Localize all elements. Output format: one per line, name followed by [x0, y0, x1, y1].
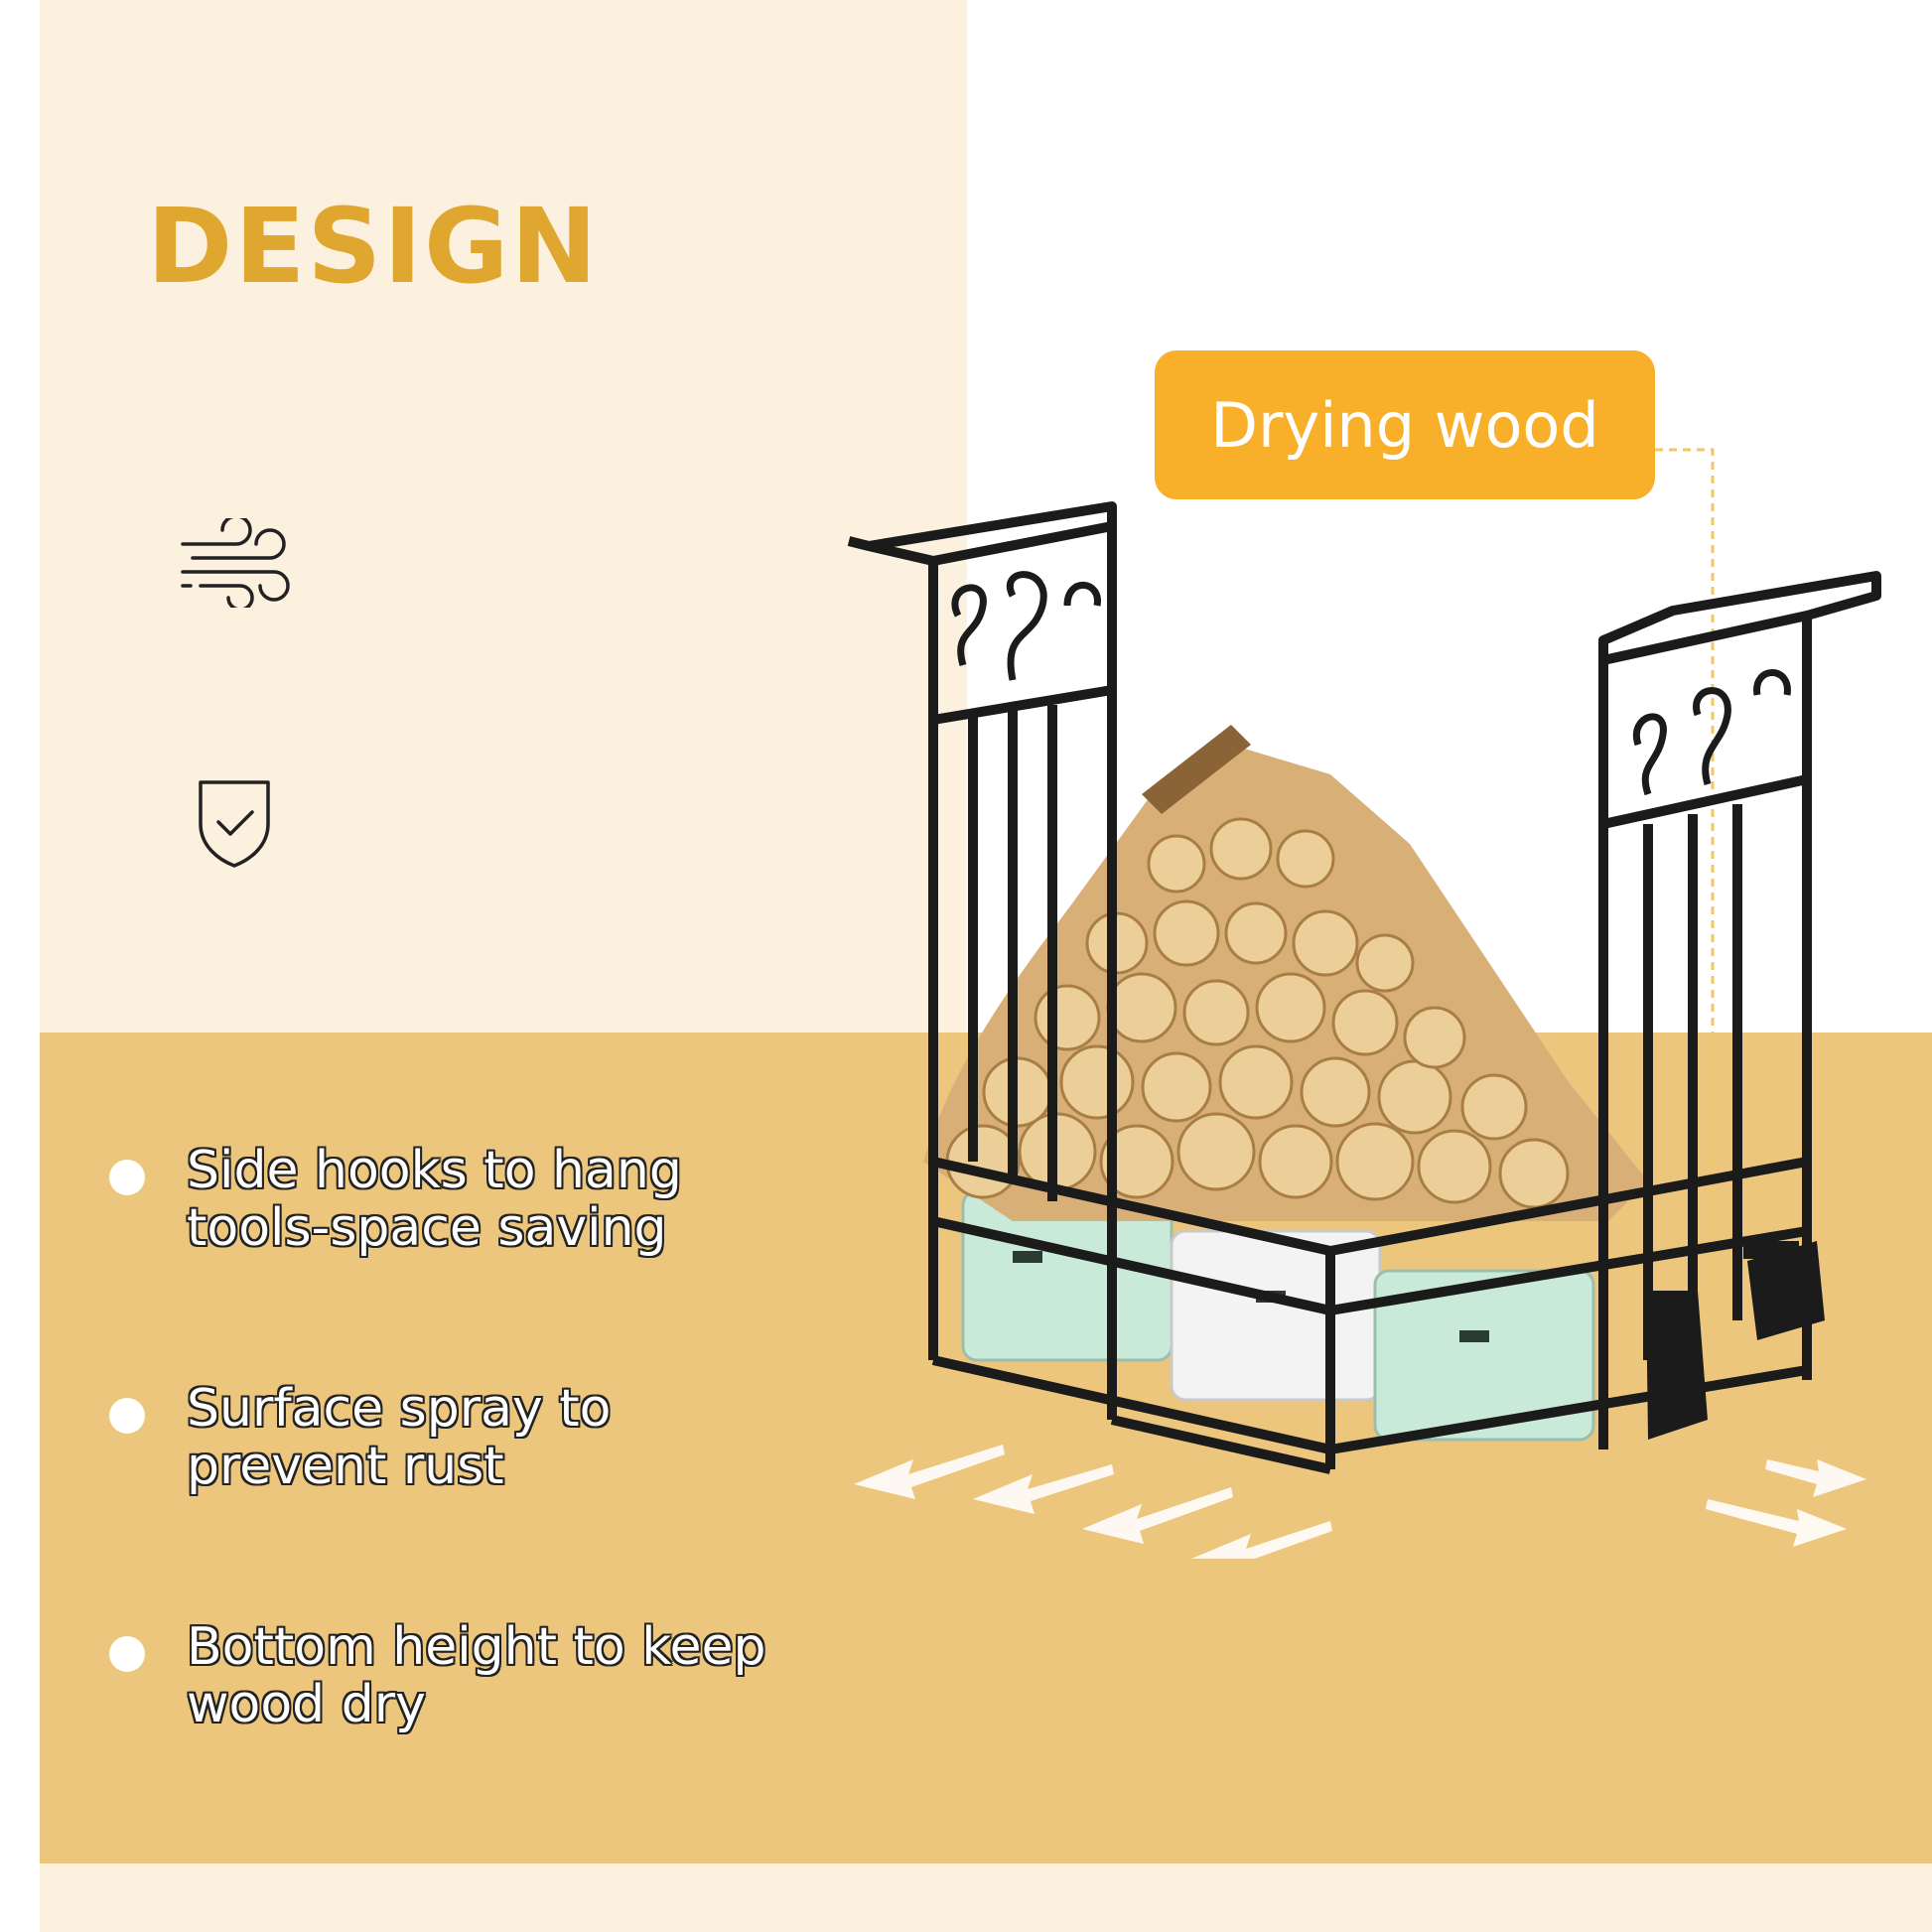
feature-bottom-height: Bottom height to keep wood dry — [109, 1618, 824, 1747]
feature-text: Bottom height to keep wood dry — [187, 1618, 766, 1733]
bullet-icon — [109, 1636, 145, 1672]
bullet-icon — [109, 1398, 145, 1434]
feature-text: Side hooks to hang tools-space saving — [187, 1142, 682, 1257]
airflow-arrows — [854, 1445, 1866, 1559]
bullet-icon — [109, 1160, 145, 1195]
firewood-rack-illustration — [847, 501, 1881, 1559]
wind-icon — [179, 514, 290, 613]
bottom-strip — [40, 1863, 1932, 1932]
shield-check-icon — [195, 774, 274, 875]
page-title: DESIGN — [147, 186, 600, 307]
feature-line: tools-space saving — [187, 1198, 667, 1258]
feature-line: Bottom height to keep — [187, 1617, 766, 1677]
feature-line: prevent rust — [187, 1437, 504, 1496]
metal-rack — [847, 501, 1881, 1474]
fireplace-tools — [1646, 1241, 1825, 1440]
feature-text: Surface spray to prevent rust — [187, 1380, 611, 1495]
drying-wood-callout: Drying wood — [1155, 350, 1655, 499]
feature-line: wood dry — [187, 1675, 426, 1734]
feature-surface-spray: Surface spray to prevent rust — [109, 1380, 824, 1509]
cooler-boxes — [961, 1189, 1595, 1442]
firewood-pile — [923, 725, 1648, 1221]
feature-side-hooks: Side hooks to hang tools-space saving — [109, 1142, 824, 1271]
feature-line: Side hooks to hang — [187, 1141, 682, 1200]
top-background — [40, 0, 967, 1033]
feature-line: Surface spray to — [187, 1379, 612, 1439]
callout-leader-line — [1655, 448, 1715, 1284]
